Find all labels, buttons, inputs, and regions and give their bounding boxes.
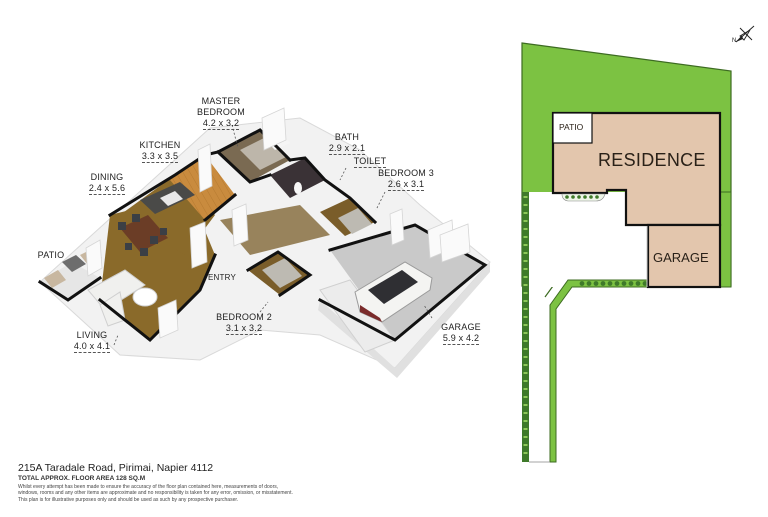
room-dimensions: 5.9 x 4.2 [442, 333, 480, 345]
disclaimer: Whilst every attempt has been made to en… [18, 484, 338, 503]
room-name: DINING [90, 172, 124, 182]
floor-plan-illustration [37, 107, 491, 378]
site-label-patio: PATIO [559, 122, 584, 132]
site-plan-illustration [521, 42, 732, 463]
room-dimensions: 2.6 x 3.1 [387, 179, 425, 191]
room-label-bedroom-2: BEDROOM 2 3.1 x 3.2 [214, 312, 274, 335]
room-name: LIVING [76, 330, 108, 340]
disclaimer-line-1: Whilst every attempt has been made to en… [18, 484, 279, 490]
room-dimensions: 2.4 x 5.6 [88, 183, 126, 195]
site-label-garage: GARAGE [653, 250, 709, 265]
compass-north-label: N [732, 38, 737, 44]
compass-north-arrow-icon: N [730, 20, 760, 50]
room-name: GARAGE [441, 322, 481, 332]
room-label-bedroom-3: BEDROOM 3 2.6 x 3.1 [376, 168, 436, 191]
room-label-living: LIVING 4.0 x 4.1 [70, 330, 114, 353]
site-label-residence: RESIDENCE [598, 150, 706, 170]
room-name: PATIO [37, 250, 65, 260]
room-dimensions: 2.9 x 2.1 [328, 143, 366, 155]
room-label-dining: DINING 2.4 x 5.6 [82, 172, 132, 195]
plan-footer: 215A Taradale Road, Pirimai, Napier 4112… [18, 462, 338, 503]
room-name: ENTRY [208, 273, 236, 282]
room-dimensions: 3.1 x 3.2 [225, 323, 263, 335]
floor-plan-3d: MASTER BEDROOM 4.2 x 3.2 KITCHEN 3.3 x 3… [36, 96, 491, 378]
room-dimensions: 4.0 x 4.1 [73, 341, 111, 353]
room-label-entry: ENTRY [206, 272, 238, 283]
room-label-toilet: TOILET [350, 156, 390, 168]
room-name: BATH [334, 132, 360, 142]
room-name: KITCHEN [139, 140, 181, 150]
room-name: BEDROOM 2 [216, 312, 272, 322]
room-label-patio: PATIO [36, 250, 66, 261]
room-name: BEDROOM 3 [378, 168, 434, 178]
room-dimensions: 4.2 x 3.2 [202, 118, 240, 130]
room-label-bath: BATH 2.9 x 2.1 [324, 132, 370, 155]
disclaimer-line-2: windows, rooms and any other items are a… [18, 490, 293, 497]
room-dimensions: 3.3 x 3.5 [141, 151, 179, 163]
room-label-garage: GARAGE 5.9 x 4.2 [436, 322, 486, 345]
room-name: BEDROOM [197, 107, 245, 117]
room-label-master-bedroom: MASTER BEDROOM 4.2 x 3.2 [196, 96, 246, 130]
property-address: 215A Taradale Road, Pirimai, Napier 4112 [18, 462, 214, 474]
room-label-kitchen: KITCHEN 3.3 x 3.5 [135, 140, 185, 163]
disclaimer-line-3: This plan is for illustrative purposes o… [18, 496, 239, 503]
room-name: TOILET [353, 156, 387, 168]
floor-area: TOTAL APPROX. FLOOR AREA 128 SQ.M [18, 475, 146, 482]
room-name: MASTER [201, 96, 241, 106]
site-plan: PATIO RESIDENCE GARAGE N [500, 0, 768, 512]
